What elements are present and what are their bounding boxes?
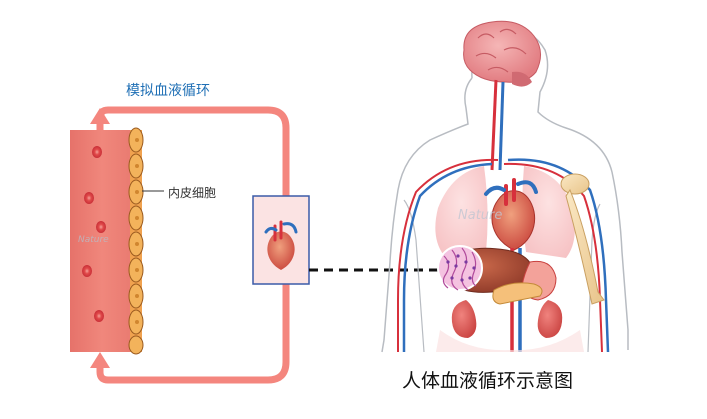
endothelial-cells-label: 内皮细胞 <box>168 186 217 200</box>
watermark-right: Nature <box>458 208 503 223</box>
loop-arrow-top-icon <box>90 108 110 124</box>
watermark-left: Nature <box>78 235 109 245</box>
human-circulation-title: 人体血液循环示意图 <box>402 370 574 392</box>
loop-arrow-bottom-icon <box>90 352 110 368</box>
arm-bone <box>560 173 605 305</box>
brain <box>463 20 541 87</box>
body-heart <box>484 178 538 251</box>
kidneys <box>451 300 563 338</box>
human-body <box>381 20 629 353</box>
pancreas <box>492 282 543 305</box>
red-blood-cells <box>82 146 106 322</box>
heart-icon <box>264 220 298 270</box>
endothelial-cell-layer <box>128 127 144 355</box>
simulated-circulation-title: 模拟血液循环 <box>126 83 210 99</box>
heart-box <box>252 195 310 285</box>
tissue-magnifier <box>437 245 483 291</box>
vessel-segment <box>70 127 144 355</box>
